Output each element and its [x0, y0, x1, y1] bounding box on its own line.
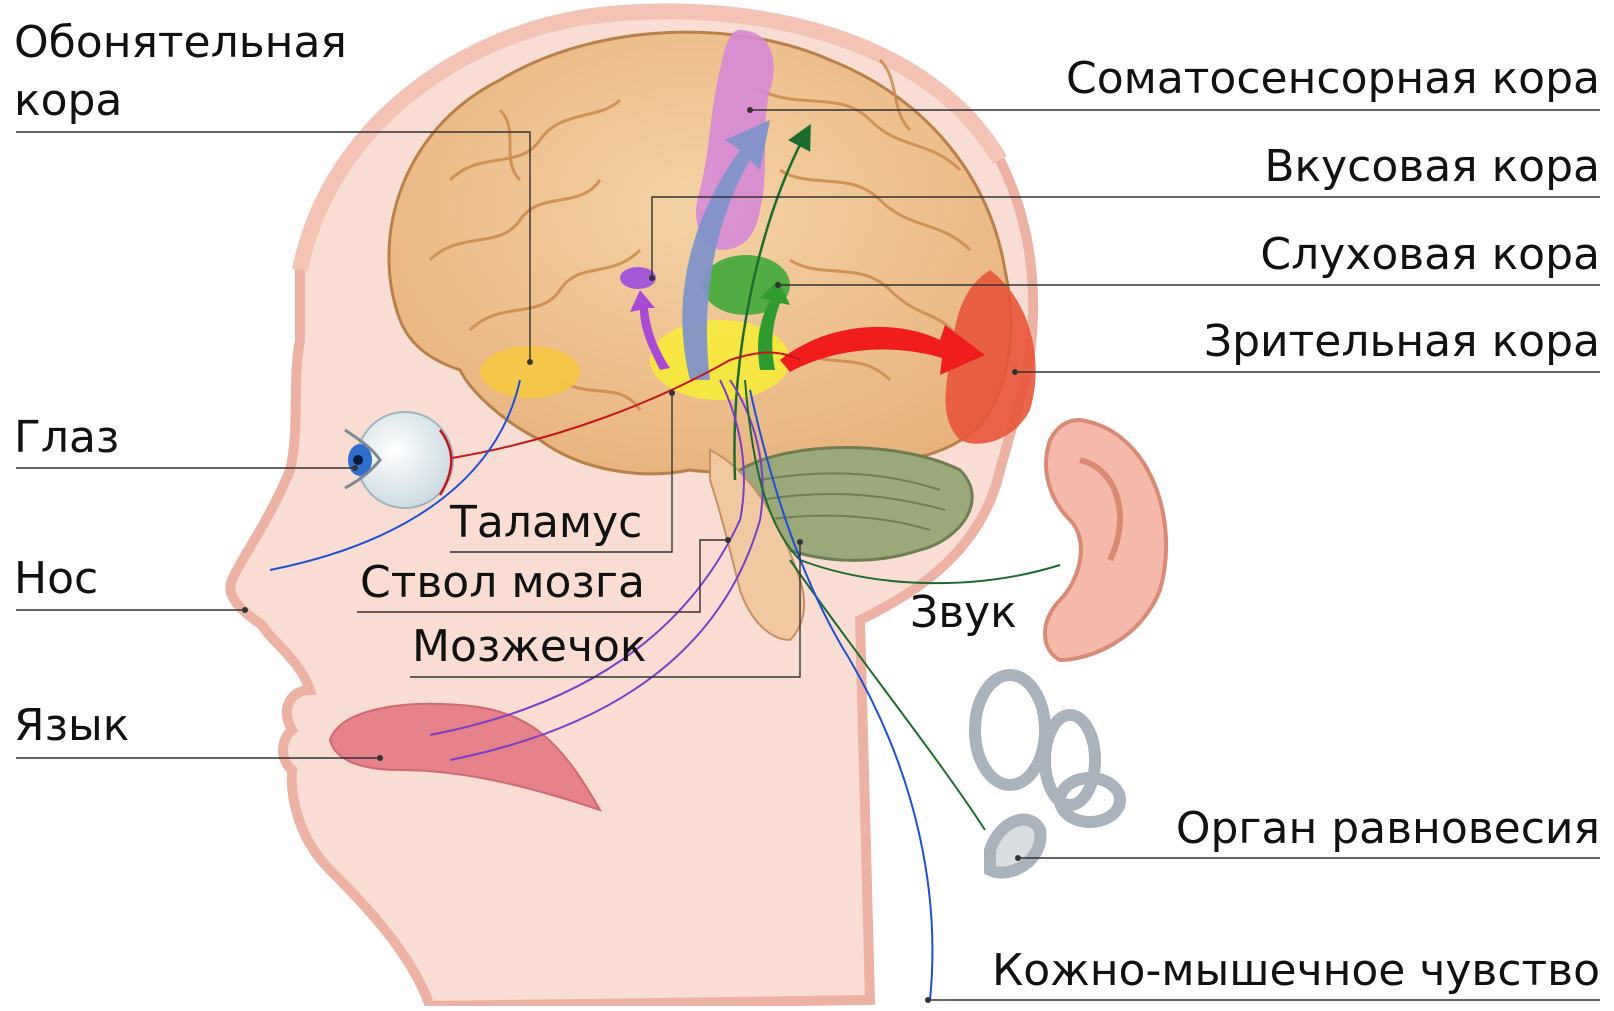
label-auditory-cortex: Слуховая кора [1260, 229, 1600, 280]
label-olfactory-cortex-line1: Обонятельная [14, 17, 347, 68]
label-eye: Глаз [14, 412, 119, 463]
label-gustatory-cortex: Вкусовая кора [1264, 141, 1600, 192]
label-brainstem: Ствол мозга [360, 557, 645, 608]
label-sound: Звук [910, 587, 1017, 638]
label-musculocutaneous-sense: Кожно-мышечное чувство [992, 945, 1600, 996]
vestibular-organ [975, 675, 1120, 873]
label-cerebellum: Мозжечок [412, 621, 646, 672]
label-visual-cortex: Зрительная кора [1204, 316, 1600, 367]
label-nose: Нос [14, 553, 98, 604]
label-somatosensory-cortex: Соматосенсорная кора [1066, 53, 1600, 104]
label-thalamus: Таламус [449, 497, 642, 548]
label-vestibular-organ: Орган равновесия [1176, 803, 1600, 854]
label-olfactory-cortex-line2: кора [14, 75, 122, 126]
label-tongue: Язык [14, 700, 129, 751]
ear [1045, 420, 1166, 660]
